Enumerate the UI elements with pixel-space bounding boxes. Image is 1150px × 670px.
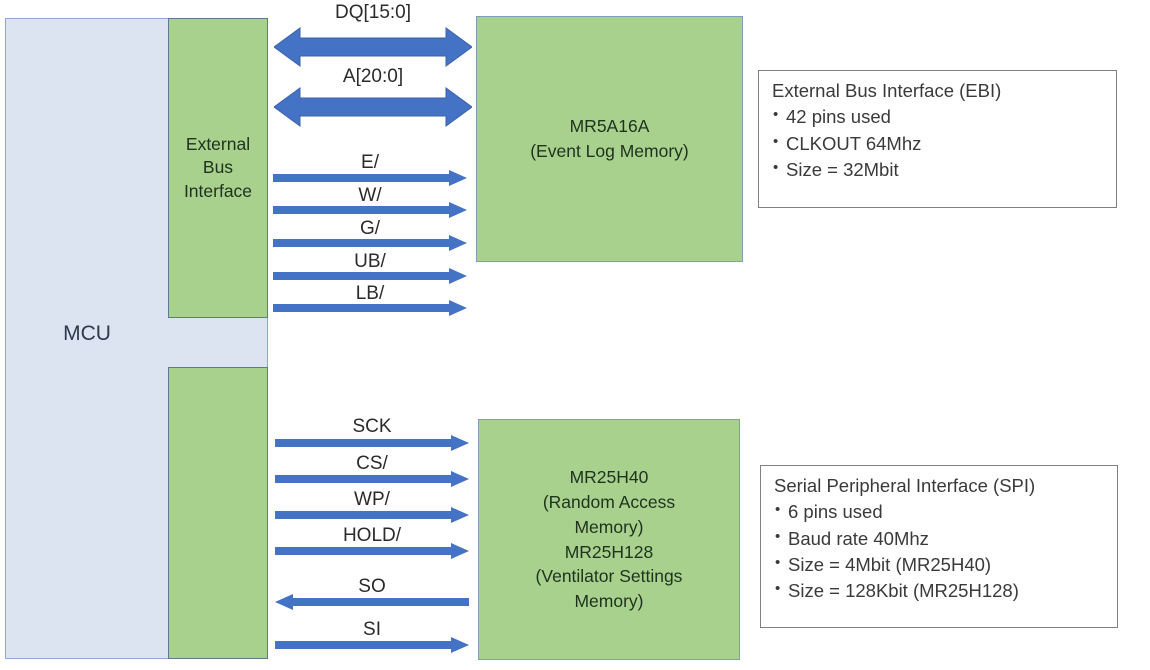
signal-label-lb: LB/ — [355, 283, 385, 304]
spi-memory-line-2: (Random Access — [542, 491, 676, 512]
signal-arrow-sck — [275, 435, 469, 451]
info-item: Size = 32Mbit — [772, 157, 1104, 183]
signal-label-wp: WP/ — [354, 489, 390, 510]
signal-arrow-w — [273, 202, 467, 218]
signal-arrow-so — [275, 594, 469, 610]
spi-memory-line-3: Memory) — [574, 516, 644, 537]
info-panel-ebi: External Bus Interface (EBI) 42 pins use… — [758, 70, 1117, 208]
bus-arrow-a — [274, 87, 472, 127]
info-panel-spi: Serial Peripheral Interface (SPI) 6 pins… — [760, 465, 1118, 628]
signal-label-ub: UB/ — [354, 251, 386, 272]
bus-arrow-dq — [274, 27, 472, 67]
info-item: Size = 4Mbit (MR25H40) — [774, 552, 1105, 578]
signal-arrow-cs — [275, 471, 469, 487]
info-panel-spi-list: 6 pins used Baud rate 40Mhz Size = 4Mbit… — [774, 499, 1105, 604]
info-panel-ebi-list: 42 pins used CLKOUT 64Mhz Size = 32Mbit — [772, 104, 1104, 183]
signal-label-e: E/ — [361, 152, 379, 173]
signal-label-a: A[20:0] — [342, 66, 404, 87]
ebi-label-line-2: Bus — [202, 157, 234, 178]
info-item: Size = 128Kbit (MR25H128) — [774, 578, 1105, 604]
info-item: 6 pins used — [774, 499, 1105, 525]
spi-memory-line-4: MR25H128 — [564, 541, 654, 562]
signal-label-si: SI — [363, 619, 381, 640]
info-item: CLKOUT 64Mhz — [772, 131, 1104, 157]
signal-label-dq: DQ[15:0] — [334, 2, 412, 23]
ebi-label-line-1: External — [185, 134, 251, 155]
spi-memory-text: MR25H40 (Random Access Memory) MR25H128 … — [536, 465, 683, 614]
signal-label-hold: HOLD/ — [342, 525, 402, 546]
spi-memory-line-1: MR25H40 — [569, 466, 649, 487]
signal-arrow-si — [275, 637, 469, 653]
signal-label-so: SO — [358, 576, 386, 597]
info-item: 42 pins used — [772, 104, 1104, 130]
external-bus-interface-block: External Bus Interface — [168, 18, 268, 318]
event-log-memory-text: MR5A16A (Event Log Memory) — [530, 114, 689, 164]
memory-block-spi: MR25H40 (Random Access Memory) MR25H128 … — [478, 419, 740, 660]
spi-memory-line-5: (Ventilator Settings — [535, 566, 683, 587]
signal-arrow-hold — [275, 543, 469, 559]
signal-label-cs: CS/ — [356, 453, 388, 474]
signal-arrow-lb — [273, 300, 467, 316]
signal-arrow-g — [273, 235, 467, 251]
spi-interface-block — [168, 367, 268, 659]
signal-arrow-wp — [275, 507, 469, 523]
signal-label-w: W/ — [358, 185, 382, 206]
ebi-label-line-3: Interface — [183, 180, 253, 201]
info-panel-spi-title: Serial Peripheral Interface (SPI) — [774, 475, 1036, 496]
mcu-label: MCU — [63, 322, 111, 345]
memory-block-event-log: MR5A16A (Event Log Memory) — [476, 16, 743, 262]
event-log-part-number: MR5A16A — [569, 116, 650, 137]
signal-label-g: G/ — [359, 218, 381, 239]
info-item: Baud rate 40Mhz — [774, 526, 1105, 552]
info-panel-ebi-title: External Bus Interface (EBI) — [772, 80, 1002, 101]
event-log-description: (Event Log Memory) — [530, 141, 689, 161]
signal-label-sck: SCK — [352, 416, 392, 437]
spi-memory-line-6: Memory) — [574, 591, 644, 612]
signal-arrow-e — [273, 170, 467, 186]
signal-arrow-ub — [273, 268, 467, 284]
external-bus-interface-label: External Bus Interface — [184, 133, 252, 203]
